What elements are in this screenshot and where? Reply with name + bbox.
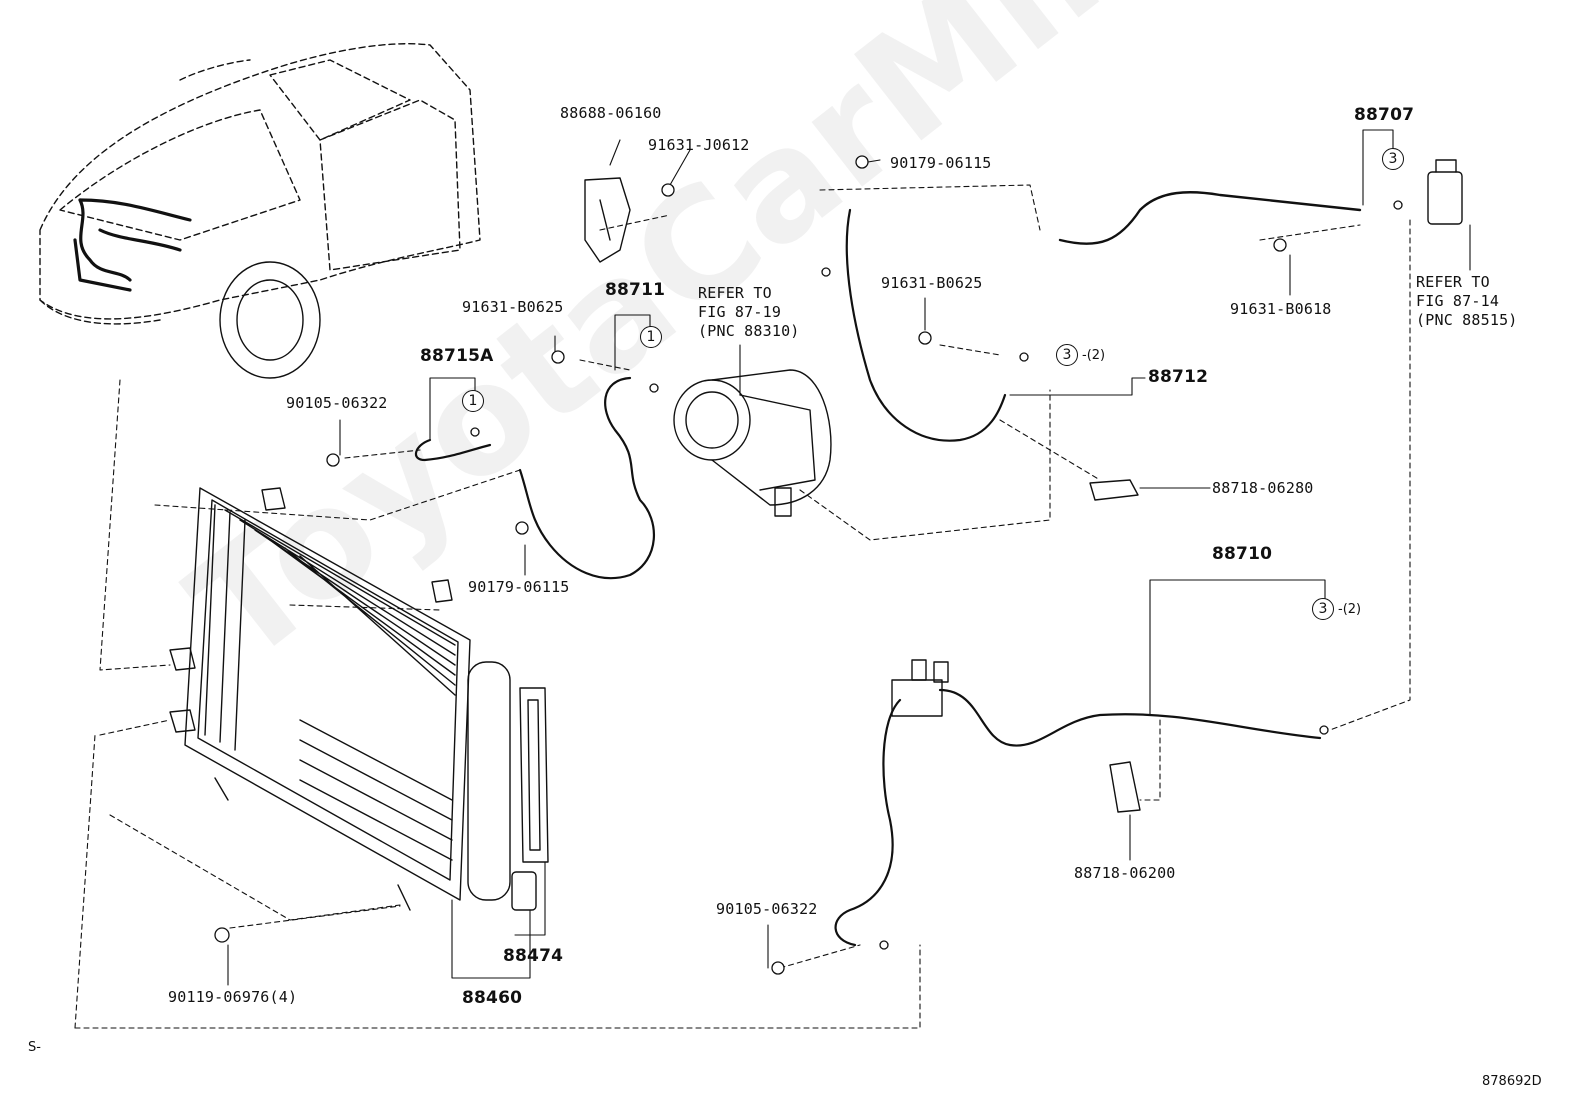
part-label-91631-J0612: 91631-J0612 <box>648 136 750 154</box>
mark-1-88711: 1 <box>640 326 662 348</box>
mark-3-88712: 3 <box>1056 344 1078 366</box>
line-88710 <box>834 688 1322 947</box>
bolt-91631-B0618 <box>1273 238 1287 252</box>
part-label-90105-06322-left: 90105-06322 <box>286 394 388 412</box>
bolt-90105-left <box>326 453 340 467</box>
bolt-90179-bottom <box>515 521 529 535</box>
part-label-90119-06976: 90119-06976(4) <box>168 988 298 1006</box>
oring <box>879 940 889 950</box>
hose-88707 <box>1058 191 1362 245</box>
qty-88712: -(2) <box>1082 348 1106 363</box>
qty-88710: -(2) <box>1338 602 1362 617</box>
part-label-90179-06115-bottom: 90179-06115 <box>468 578 570 596</box>
condenser <box>169 487 471 911</box>
part-label-88718-06200: 88718-06200 <box>1074 864 1176 882</box>
part-label-88460: 88460 <box>462 988 523 1008</box>
reference-compressor: REFER TO FIG 87-19 (PNC 88310) <box>698 284 800 340</box>
part-label-88715A: 88715A <box>420 346 494 366</box>
oring <box>649 383 659 393</box>
part-label-88712: 88712 <box>1148 367 1209 387</box>
bolt-91631-B0625-right <box>918 331 932 345</box>
valve-block-88710 <box>891 659 949 717</box>
bolt-90105-bottom <box>771 961 785 975</box>
bracket-88688 <box>584 177 631 263</box>
compressor <box>673 369 832 517</box>
clamp-88718-06200 <box>1109 761 1141 813</box>
footer-left: S- <box>28 1040 41 1055</box>
oring <box>1019 352 1029 362</box>
oring <box>470 427 480 437</box>
mark-1-88715A: 1 <box>462 390 484 412</box>
part-label-88711: 88711 <box>605 280 666 300</box>
mark-3-88710: 3 <box>1312 598 1334 620</box>
part-label-91631-B0618: 91631-B0618 <box>1230 300 1332 318</box>
expansion-valve <box>1427 159 1463 225</box>
part-label-90179-06115-top: 90179-06115 <box>890 154 992 172</box>
mark-3-88707: 3 <box>1382 148 1404 170</box>
vehicle-wheel <box>219 261 321 379</box>
engine-harness <box>73 198 192 292</box>
hose-88715A <box>414 438 492 462</box>
part-label-88710: 88710 <box>1212 544 1273 564</box>
reference-expansion-valve: REFER TO FIG 87-14 (PNC 88515) <box>1416 273 1518 329</box>
oring <box>821 267 831 277</box>
clamp-88718-06280 <box>1089 479 1139 501</box>
vehicle-outline <box>39 43 481 325</box>
receiver-tank <box>467 661 549 911</box>
bolt-90179-top <box>855 155 869 169</box>
oring <box>1319 725 1329 735</box>
hose-88712 <box>845 208 1007 442</box>
part-label-88718-06280: 88718-06280 <box>1212 479 1314 497</box>
hose-88711 <box>518 376 656 580</box>
part-label-91631-B0625-right: 91631-B0625 <box>881 274 983 292</box>
bolt-90119 <box>214 927 230 943</box>
oring <box>1393 200 1403 210</box>
part-label-88707: 88707 <box>1354 105 1415 125</box>
part-label-88688-06160: 88688-06160 <box>560 104 662 122</box>
part-label-90105-06322-bottom: 90105-06322 <box>716 900 818 918</box>
part-label-91631-B0625-left: 91631-B0625 <box>462 298 564 316</box>
bolt-91631-B0625-left <box>551 350 565 364</box>
bolt-91631-J0612 <box>661 183 675 197</box>
part-label-88474: 88474 <box>503 946 564 966</box>
illustration-code: 878692D <box>1482 1074 1542 1089</box>
